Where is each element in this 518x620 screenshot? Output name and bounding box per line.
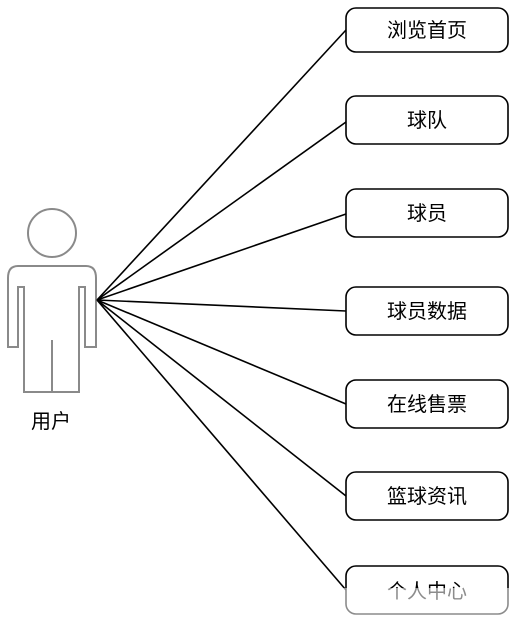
use-case-label: 球员数据 — [387, 299, 467, 323]
association-line — [96, 299, 347, 591]
actor-label: 用户 — [31, 409, 71, 433]
use-case-label: 球员 — [407, 201, 447, 225]
use-case-label: 浏览首页 — [387, 18, 467, 42]
associations — [96, 29, 347, 591]
use-case-label: 球队 — [407, 108, 447, 132]
association-line — [96, 299, 347, 405]
actor: 用户 — [7, 208, 97, 433]
actor-head — [27, 208, 77, 258]
association-line — [96, 121, 347, 301]
association-line — [96, 299, 347, 497]
use-case-browse-home: 浏览首页 — [345, 7, 509, 53]
actor-body — [7, 265, 97, 393]
use-case-box — [345, 379, 509, 429]
use-case-basketball-news: 篮球资讯 — [345, 471, 509, 521]
use-case-box — [345, 188, 509, 238]
association-line — [96, 213, 347, 301]
use-case-players: 球员 — [345, 188, 509, 238]
watermark-overlay — [330, 588, 518, 620]
use-case-box — [345, 286, 509, 336]
association-line — [96, 299, 347, 312]
use-case-online-ticketing: 在线售票 — [345, 379, 509, 429]
use-case-box — [345, 95, 509, 145]
use-case-label: 篮球资讯 — [387, 484, 467, 508]
use-case-player-stats: 球员数据 — [345, 286, 509, 336]
use-case-teams: 球队 — [345, 95, 509, 145]
use-case-label: 在线售票 — [387, 392, 467, 416]
person-icon — [7, 208, 97, 393]
use-case-box — [345, 7, 509, 53]
use-case-box — [345, 471, 509, 521]
association-line — [96, 29, 347, 301]
